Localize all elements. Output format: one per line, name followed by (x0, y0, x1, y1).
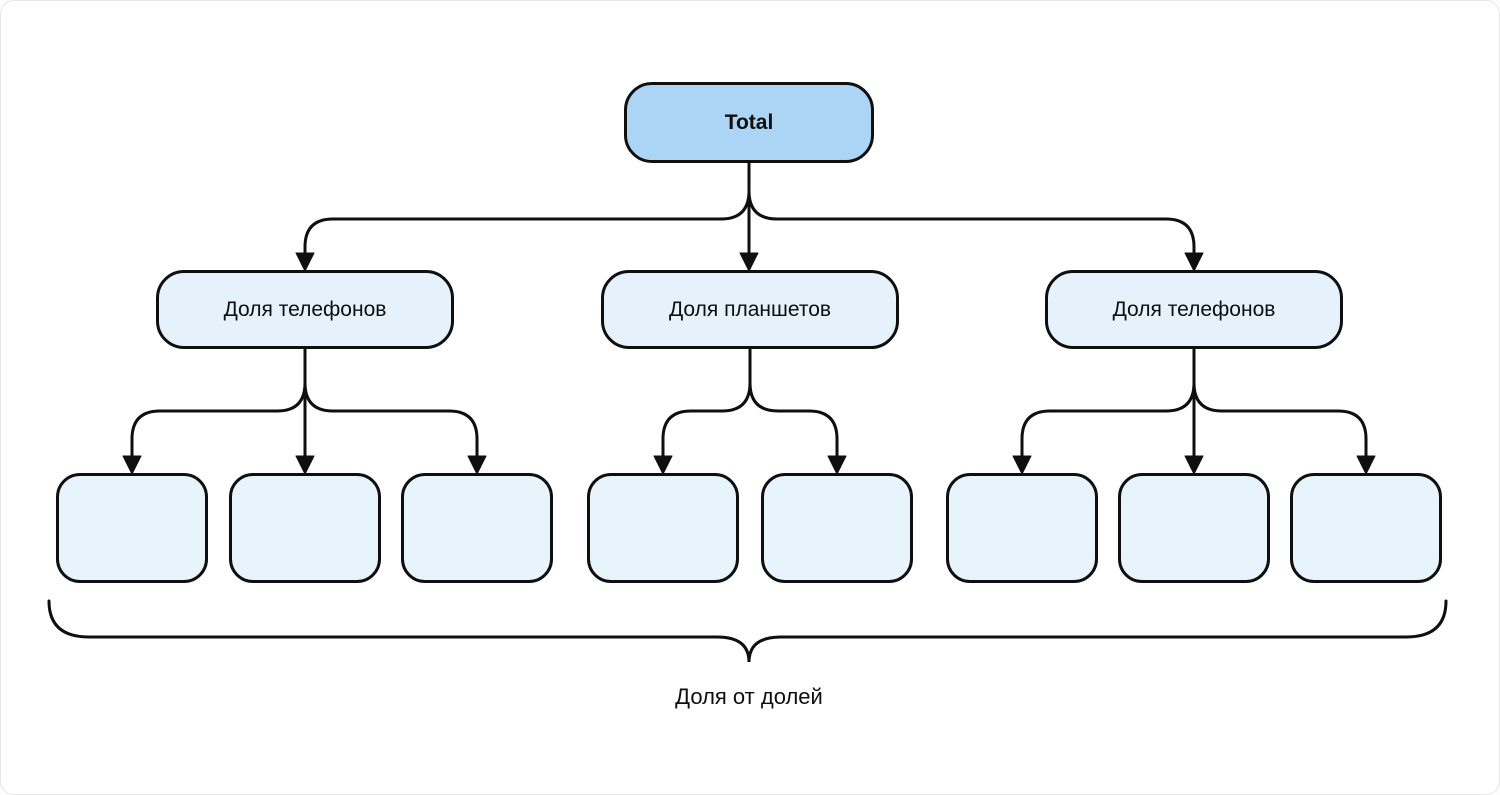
node-total-label: Total (724, 110, 774, 134)
leaf-node (56, 473, 208, 583)
arrowhead (295, 455, 315, 475)
arrowhead (1356, 455, 1376, 475)
arrowhead (1184, 455, 1204, 475)
arrowhead (1184, 252, 1204, 272)
node-phones-share-right: Доля телефонов (1045, 270, 1343, 349)
arrowhead (122, 455, 142, 475)
leaf-node (1118, 473, 1270, 583)
node-tablets-share-label: Доля планшетов (668, 297, 832, 321)
brace (47, 599, 1448, 663)
edge-l2-left-c3 (303, 347, 479, 460)
arrowhead (827, 455, 847, 475)
node-phones-share-left-label: Доля телефонов (223, 297, 387, 321)
arrowhead (1012, 455, 1032, 475)
edge-l2-left-c1 (130, 347, 307, 460)
arrowhead (295, 252, 315, 272)
brace-caption: Доля от долей (675, 684, 823, 709)
leaf-node (229, 473, 381, 583)
leaf-node (587, 473, 739, 583)
node-phones-share-left: Доля телефонов (156, 270, 454, 349)
arrowhead (739, 252, 759, 272)
edge-l2-right-c3 (1192, 347, 1368, 460)
edge-root-to-left (303, 161, 751, 257)
leaf-node (401, 473, 553, 583)
edge-l2-right-c1 (1020, 347, 1196, 460)
leaf-node (946, 473, 1098, 583)
leaf-node (761, 473, 913, 583)
edge-l2-mid-c1 (661, 347, 752, 460)
node-tablets-share: Доля планшетов (601, 270, 899, 349)
node-phones-share-right-label: Доля телефонов (1112, 297, 1276, 321)
arrowhead (653, 455, 673, 475)
node-total: Total (624, 82, 874, 163)
edge-l2-mid-c2 (748, 347, 839, 460)
arrowhead (467, 455, 487, 475)
leaf-node (1290, 473, 1442, 583)
edge-root-to-right (747, 161, 1196, 257)
